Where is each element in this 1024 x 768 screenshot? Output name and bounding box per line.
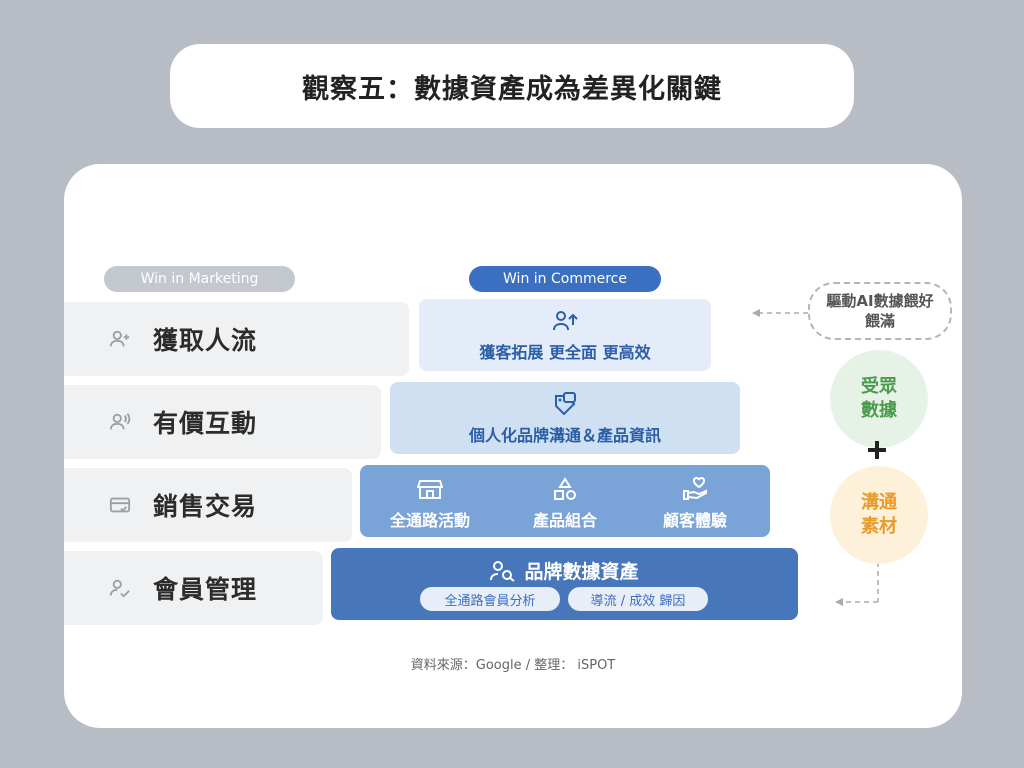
- user-voice-icon: [109, 413, 131, 430]
- row-label: 獲取人流: [153, 326, 258, 355]
- user-search-icon: [490, 560, 516, 582]
- audience-data-circle: 受眾數據: [830, 350, 928, 448]
- tier-acquisition-text: 獲客拓展 更全面 更高效: [479, 343, 651, 362]
- win-in-commerce-label: Win in Commerce: [469, 266, 661, 292]
- tier-brand-data-asset: 品牌數據資產 全通路會員分析 導流 / 成效 歸因: [331, 548, 798, 620]
- row-acquire-traffic: 獲取人流: [64, 302, 409, 376]
- user-check-icon: [109, 579, 130, 598]
- drive-ai-data-text: 驅動AI數據餵好餵滿: [826, 292, 934, 330]
- row-label: 有價互動: [153, 409, 258, 438]
- dashed-connectors: [752, 309, 879, 606]
- title-card: 觀察五：數據資產成為差異化關鍵: [170, 44, 854, 128]
- shield-message-icon: [555, 392, 576, 416]
- tier-personalization: 個人化品牌溝通＆產品資訊: [390, 382, 740, 454]
- audience-data-text: 受眾數據: [861, 376, 897, 421]
- diagram-card: Win in Marketing Win in Commerce 獲取人流 有價…: [64, 164, 962, 728]
- user-growth-icon: [553, 311, 578, 331]
- communication-assets-text: 溝通素材: [861, 492, 897, 537]
- store-icon: [417, 480, 443, 499]
- user-add-icon: [109, 330, 130, 347]
- row-label: 會員管理: [153, 575, 258, 604]
- tier-acquisition: 獲客拓展 更全面 更高效: [419, 299, 711, 371]
- row-sales: 銷售交易: [64, 468, 352, 542]
- sub-pill-attribution: 導流 / 成效 歸因: [568, 587, 708, 611]
- tier-customer-experience: 顧客體驗: [662, 511, 727, 530]
- win-in-marketing-label: Win in Marketing: [104, 266, 295, 292]
- source-note: 資料來源：Google / 整理： iSPOT: [410, 658, 616, 673]
- page-title: 觀察五：數據資產成為差異化關鍵: [302, 73, 722, 105]
- row-membership: 會員管理: [64, 551, 323, 625]
- communication-assets-circle: 溝通素材: [830, 466, 928, 564]
- credit-card-check-icon: [109, 497, 131, 513]
- tier-omnichannel-activity: 全通路活動: [389, 511, 470, 530]
- sub-pill-member-analysis: 全通路會員分析: [420, 587, 560, 611]
- tier-omnichannel: 全通路活動 產品組合 顧客體驗: [360, 465, 770, 537]
- tier-product-mix: 產品組合: [532, 511, 597, 530]
- hand-heart-icon: [683, 477, 707, 500]
- row-label: 銷售交易: [153, 492, 258, 521]
- row-interaction: 有價互動: [64, 385, 381, 459]
- plus-icon: [868, 441, 886, 459]
- shapes-icon: [554, 477, 576, 500]
- tier-brand-data-asset-text: 品牌數據資產: [524, 561, 639, 583]
- tier-personalization-text: 個人化品牌溝通＆產品資訊: [468, 426, 661, 445]
- drive-ai-data-box: 驅動AI數據餵好餵滿: [808, 282, 952, 340]
